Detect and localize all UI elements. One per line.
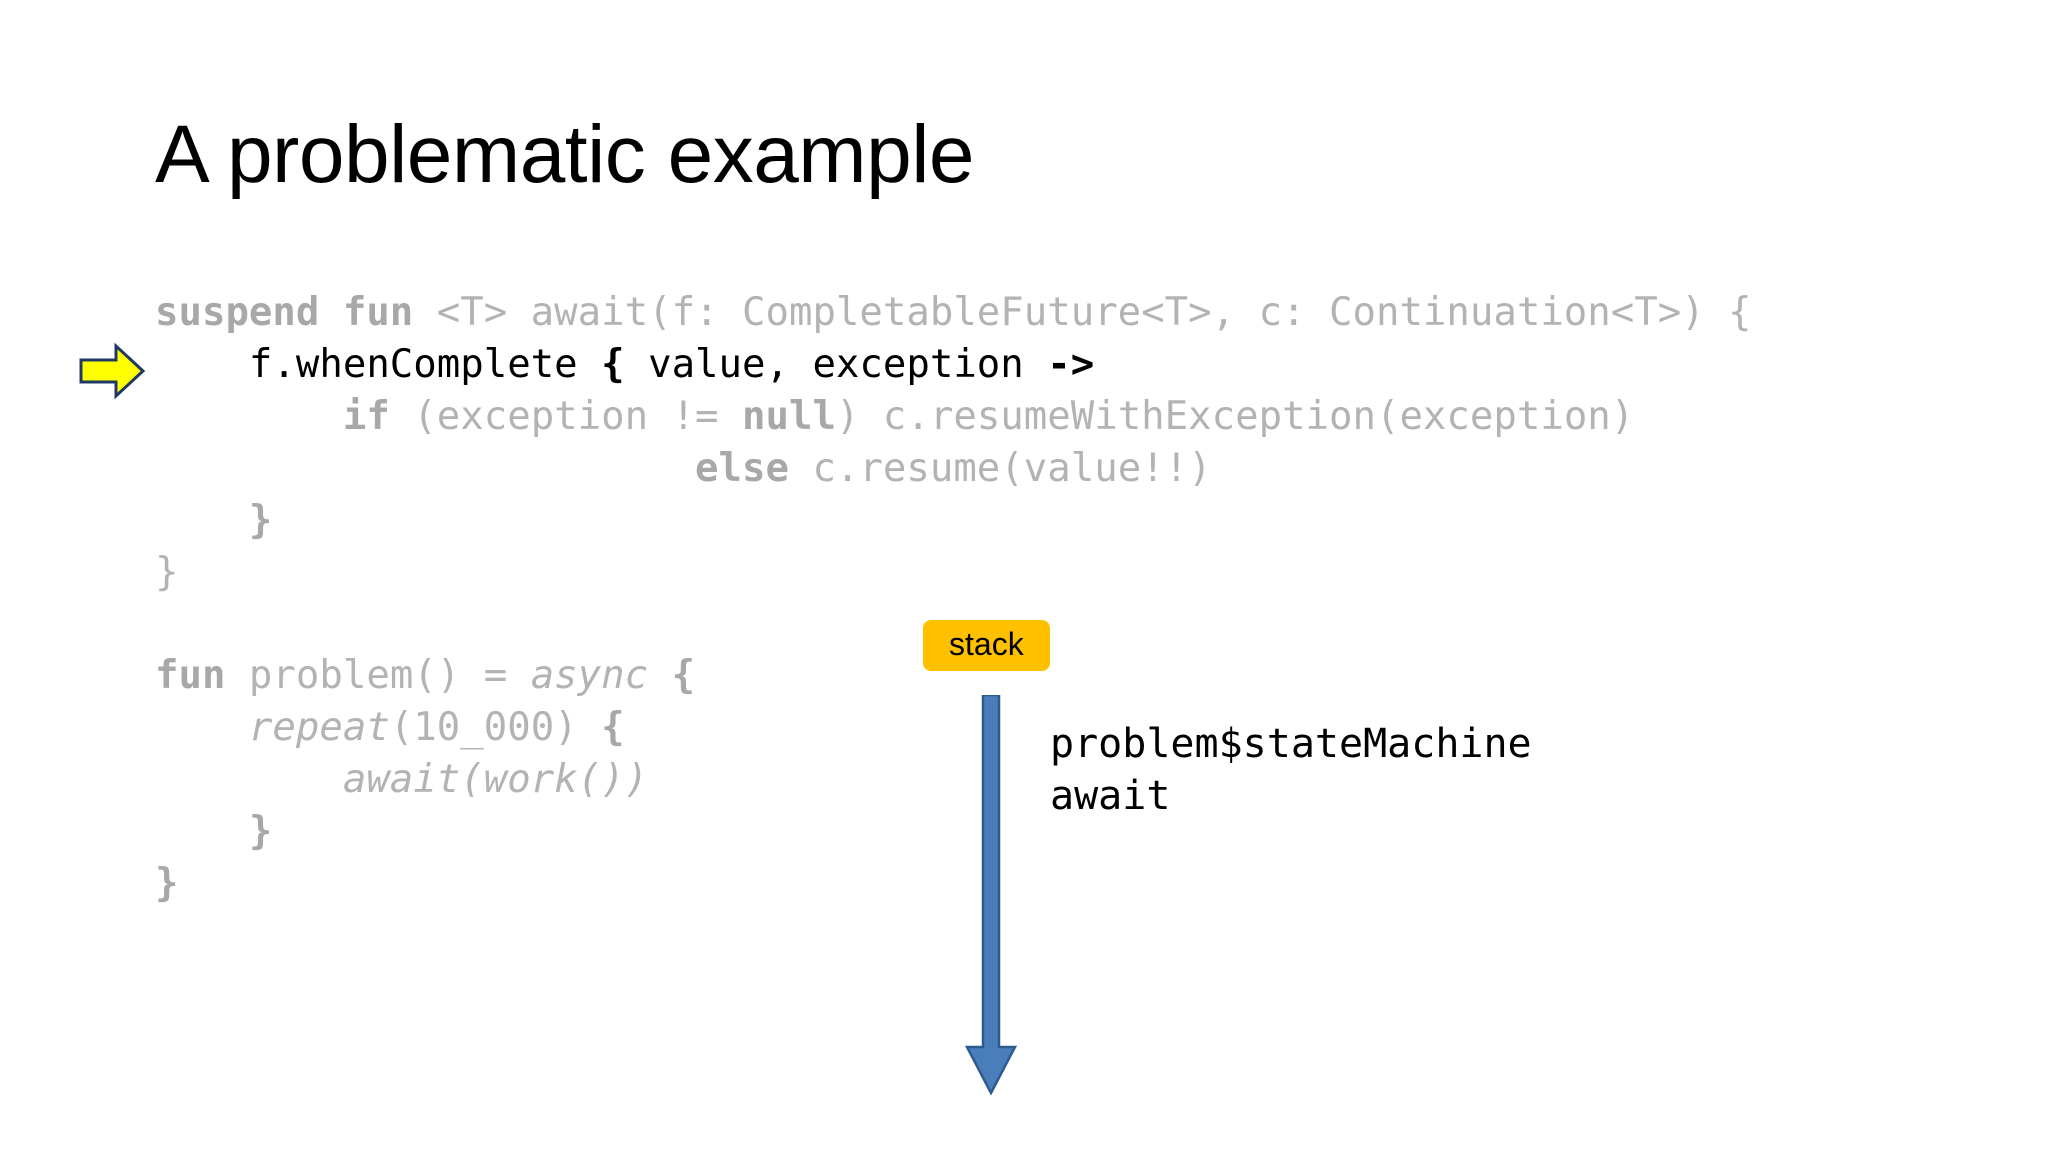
- code-token: c.resume(value!!): [788, 446, 1212, 491]
- code-token: null: [742, 394, 836, 439]
- code-block-problem: fun problem() = async { repeat(10_000) {…: [155, 650, 695, 910]
- code-token: [155, 498, 249, 543]
- code-token: async: [530, 653, 649, 698]
- current-line-arrow-icon: [78, 342, 146, 400]
- code-token: suspend fun: [155, 290, 437, 335]
- stack-frame-list: problem$stateMachine await: [1050, 718, 1532, 822]
- code-token: problem() =: [225, 653, 531, 698]
- code-token: (exception !=: [389, 394, 743, 439]
- code-token: {: [601, 342, 625, 387]
- code-block-await: suspend fun <T> await(f: CompletableFutu…: [155, 287, 1752, 599]
- code-line-when-complete: f.whenComplete { value, exception ->: [155, 339, 1752, 391]
- code-line-close-fun: }: [155, 547, 1752, 599]
- code-line-await-work: await(work()): [155, 754, 695, 806]
- stack-frame: problem$stateMachine: [1050, 721, 1532, 767]
- code-token: {: [671, 653, 696, 698]
- code-line-await-signature: suspend fun <T> await(f: CompletableFutu…: [155, 287, 1752, 339]
- stack-direction-arrow-icon: [964, 693, 1018, 1096]
- code-token: {: [601, 705, 625, 750]
- code-token: [155, 394, 343, 439]
- code-token: [155, 809, 249, 854]
- code-line-problem-signature: fun problem() = async {: [155, 650, 695, 702]
- code-token: await(work()): [342, 757, 649, 802]
- code-line-close-repeat: }: [155, 806, 695, 858]
- code-token: ) c.resumeWithException(exception): [835, 394, 1635, 439]
- code-token: [155, 446, 695, 491]
- page-title: A problematic example: [155, 109, 975, 200]
- code-token: [648, 653, 671, 698]
- code-line-else-resume: else c.resume(value!!): [155, 443, 1752, 495]
- code-line-close-lambda: }: [155, 495, 1752, 547]
- code-token: [155, 757, 343, 802]
- code-token: (10_000): [389, 705, 602, 750]
- code-token: repeat: [248, 705, 390, 750]
- code-token: ->: [1047, 342, 1095, 387]
- code-token: value, exception: [624, 342, 1048, 387]
- code-token: fun: [155, 653, 226, 698]
- code-token: else: [695, 446, 789, 491]
- code-line-if-exception: if (exception != null) c.resumeWithExcep…: [155, 391, 1752, 443]
- code-token: if: [342, 394, 390, 439]
- code-line-close-problem: }: [155, 858, 695, 910]
- code-token: }: [155, 861, 179, 906]
- code-token: }: [155, 550, 179, 595]
- code-token: [155, 705, 249, 750]
- stack-frame: await: [1050, 773, 1171, 819]
- code-token: }: [248, 809, 273, 854]
- code-token: f.whenComplete: [155, 342, 602, 387]
- code-line-repeat-loop: repeat(10_000) {: [155, 702, 695, 754]
- stack-badge: stack: [923, 620, 1050, 671]
- code-token: <T> await(f: CompletableFuture<T>, c: Co…: [436, 290, 1752, 335]
- code-token: }: [248, 498, 273, 543]
